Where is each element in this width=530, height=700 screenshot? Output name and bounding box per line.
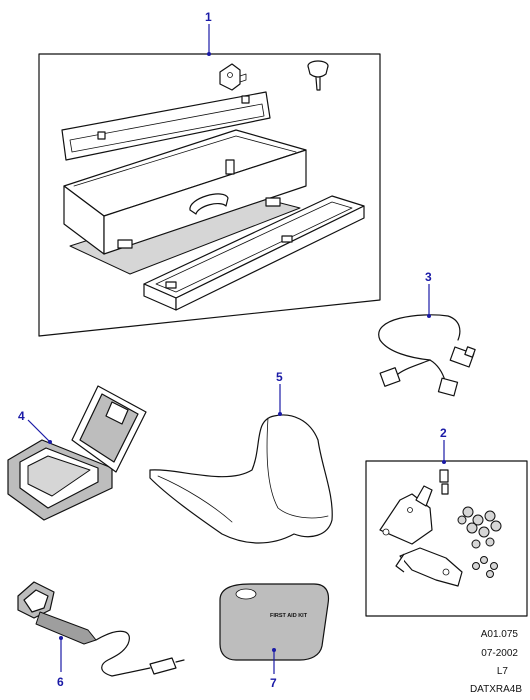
item-1-toolbox-kit (38, 53, 381, 337)
hinge-right (241, 95, 250, 104)
tray-inner (155, 201, 353, 293)
storage-tray (143, 195, 365, 311)
item-6-inspection-lamp (17, 581, 185, 677)
callout-3: 3 (425, 270, 432, 284)
foot-left (117, 239, 133, 249)
tray-tab-right (281, 235, 293, 243)
item-7-first-aid-kit: FIRST AID KIT (219, 583, 330, 661)
reference-block: A01.075 07-2002 L7 DATXRA4B (470, 629, 522, 695)
callout-7: 7 (270, 676, 277, 690)
lamp-cable (95, 630, 151, 677)
harness-connector-c (437, 377, 459, 397)
ref-code: A01.075 (481, 629, 519, 640)
wall-clip (219, 63, 247, 91)
hinge-left (97, 131, 106, 140)
ref-model: L7 (497, 666, 509, 677)
item-3-cable-harness (378, 314, 476, 397)
kit-logo (235, 588, 257, 600)
clip-small-a (439, 469, 449, 483)
item-2-bracket-kit (365, 460, 528, 617)
kit-label: FIRST AID KIT (270, 613, 308, 619)
kit-bag (219, 583, 330, 661)
bracket-lower (395, 547, 463, 587)
item-4-stowage-box (7, 385, 147, 521)
harness-connector-a (449, 346, 476, 368)
tray-tab-left (165, 281, 177, 289)
stowage-well (27, 455, 91, 497)
lamp-plug (149, 657, 177, 675)
clip-small-b (441, 483, 449, 495)
toolbox-front (103, 149, 307, 255)
toolbox-lid (61, 91, 271, 161)
stowage-lid-latch (105, 401, 129, 425)
toolbox-handle (189, 193, 229, 215)
ref-date: 07-2002 (481, 648, 518, 659)
callout-4: 4 (18, 409, 25, 423)
callout-6: 6 (57, 675, 64, 689)
knob-screw (307, 60, 329, 91)
ref-drawing: DATXRA4B (470, 684, 522, 695)
toolbox-inner-edge (73, 135, 297, 187)
toolbox (61, 91, 307, 255)
item-5-armrest-cover (149, 414, 333, 544)
foot-right (265, 197, 281, 207)
clasp (225, 159, 235, 175)
callout-2: 2 (440, 426, 447, 440)
bracket-upper (379, 485, 433, 545)
callout-leaders (27, 24, 446, 674)
fastener-group (457, 506, 502, 578)
harness-connector-b (379, 367, 401, 387)
tray-side (175, 205, 365, 311)
callout-5: 5 (276, 370, 283, 384)
callout-1: 1 (205, 10, 212, 24)
cover-body (149, 414, 333, 544)
toolbox-lid-inner (69, 103, 265, 153)
lamp-handle (35, 611, 97, 645)
